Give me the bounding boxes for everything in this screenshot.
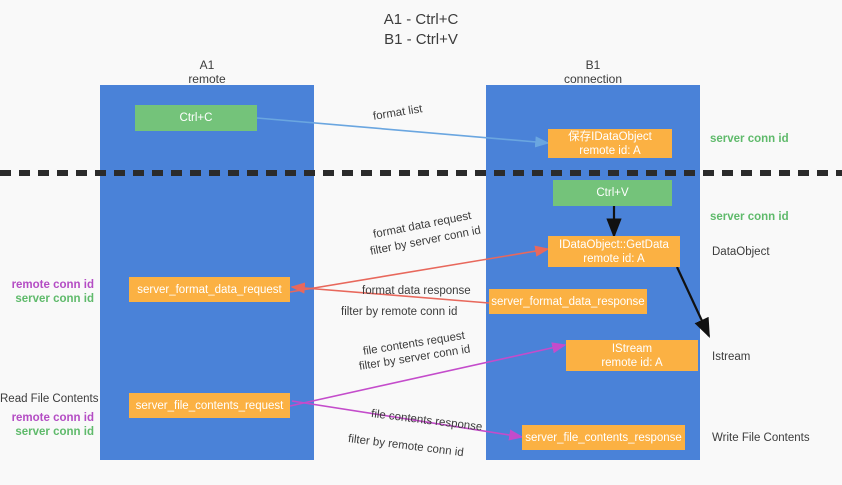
left-label-remote-conn-id-1: remote conn id (11, 279, 94, 291)
arrow-format-list (256, 117, 550, 148)
column-header-b1: B1 connection (486, 58, 700, 86)
box-istream[interactable]: IStream remote id: A (566, 340, 698, 371)
column-a1-name: A1 (199, 58, 215, 72)
column-b1-sub: connection (563, 72, 623, 86)
box-server-format-data-request[interactable]: server_format_data_request (129, 277, 290, 302)
right-label-istream: Istream (712, 351, 751, 363)
title-line-1: A1 - Ctrl+C (383, 11, 459, 28)
left-label-read-file-contents: Read File Contents (0, 393, 99, 405)
right-label-server-conn-id-mid: server conn id (710, 211, 789, 223)
label-format-data-response: format data response (362, 285, 471, 297)
phase-divider (0, 170, 842, 176)
right-label-dataobject: DataObject (712, 246, 770, 258)
page-title: A1 - Ctrl+C B1 - Ctrl+V (0, 10, 842, 50)
arrow-file-contents-response (291, 400, 524, 441)
filter-by-text-4: filter by (347, 432, 389, 450)
left-label-server-conn-id-2: server conn id (15, 426, 94, 438)
left-label-server-conn-id-1: server conn id (15, 293, 94, 305)
box-server-file-contents-request[interactable]: server_file_contents_request (129, 393, 290, 418)
column-a1-sub: remote (188, 72, 226, 86)
right-label-write-file-contents: Write File Contents (712, 432, 810, 444)
box-server-file-contents-response[interactable]: server_file_contents_response (522, 425, 685, 450)
remote-conn-id-text-1: remote conn id (381, 306, 458, 318)
box-idataobject-getdata[interactable]: IDataObject::GetData remote id: A (548, 236, 680, 267)
filter-by-text-2: filter by (341, 306, 382, 318)
title-line-2: B1 - Ctrl+V (384, 31, 458, 48)
box-server-format-data-response[interactable]: server_format_data_response (489, 289, 647, 314)
left-label-remote-conn-id-2: remote conn id (11, 412, 94, 424)
label-filter-by-remote-conn-id-1: filter by remote conn id (341, 305, 457, 320)
column-header-a1: A1 remote (100, 58, 314, 86)
arrow-format-data-request (289, 245, 550, 293)
arrow-file-contents-request (289, 342, 567, 407)
arrow-format-data-response (290, 282, 490, 304)
right-label-server-conn-id-top: server conn id (710, 133, 789, 145)
column-b1-name: B1 (585, 58, 601, 72)
box-save-idataobject[interactable]: 保存IDataObject remote id: A (548, 129, 672, 158)
box-ctrl-v[interactable]: Ctrl+V (553, 180, 672, 206)
arrow-getdata-to-istream (676, 266, 710, 338)
box-ctrl-c[interactable]: Ctrl+C (135, 105, 257, 131)
